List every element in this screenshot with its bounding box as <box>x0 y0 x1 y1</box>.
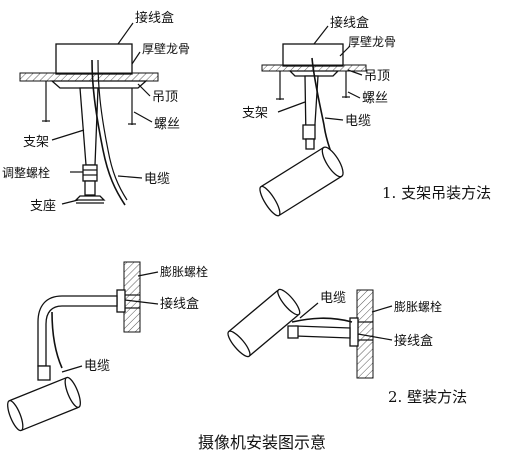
label-junction-box-wl: 接线盒 <box>160 296 199 312</box>
camera-body-wall-l <box>7 376 81 432</box>
label-thick-keel: 厚壁龙骨 <box>142 41 190 56</box>
wall-mount-left: 膨胀螺栓 接线盒 电缆 <box>7 261 208 432</box>
label-junction-box-wr: 接线盒 <box>394 333 433 349</box>
wall-left <box>123 261 141 333</box>
camera-body-wall-r <box>227 288 301 358</box>
label-bracket-r: 支架 <box>242 106 268 121</box>
label-ceiling-r: 吊顶 <box>364 69 390 84</box>
label-adjust-bolt: 调整螺栓 <box>2 165 50 180</box>
label-thick-keel-r: 厚壁龙骨 <box>348 34 396 49</box>
camera-body-r <box>259 146 344 217</box>
junction-box-shape <box>55 43 133 75</box>
label-junction-box-r: 接线盒 <box>330 15 369 31</box>
ceiling-mount-left: 接线盒 厚壁龙骨 吊顶 螺丝 支架 调整螺栓 电缆 支座 <box>2 10 190 214</box>
adjust-bolt-shape <box>82 164 98 182</box>
label-junction-box: 接线盒 <box>135 10 174 26</box>
caption-wall-method: 2. 壁装方法 <box>388 388 467 406</box>
label-bracket: 支架 <box>23 135 49 150</box>
diagram-title: 摄像机安装图示意 <box>198 433 326 452</box>
caption-ceiling-method: 1. 支架吊装方法 <box>382 184 491 202</box>
ceiling-mount-right: 接线盒 厚壁龙骨 吊顶 螺丝 支架 电缆 <box>242 15 396 217</box>
label-expansion-bolt-l: 膨胀螺栓 <box>160 264 208 279</box>
cable-line <box>91 59 126 206</box>
wall-mount-right: 电缆 膨胀螺栓 接线盒 <box>227 288 442 379</box>
label-cable-wr: 电缆 <box>320 290 346 306</box>
base-shape <box>74 195 106 201</box>
wall-arm <box>37 295 118 367</box>
label-cable: 电缆 <box>144 171 170 187</box>
label-cable-r: 电缆 <box>345 113 371 129</box>
ceiling-slab <box>19 72 159 82</box>
label-cable-wl: 电缆 <box>84 358 110 374</box>
label-screw-r: 螺丝 <box>362 91 388 106</box>
label-base: 支座 <box>30 199 56 214</box>
label-ceiling: 吊顶 <box>152 90 178 105</box>
wall-arm-r <box>295 325 351 339</box>
label-expansion-bolt-r: 膨胀螺栓 <box>394 299 442 314</box>
label-screw: 螺丝 <box>154 117 180 132</box>
